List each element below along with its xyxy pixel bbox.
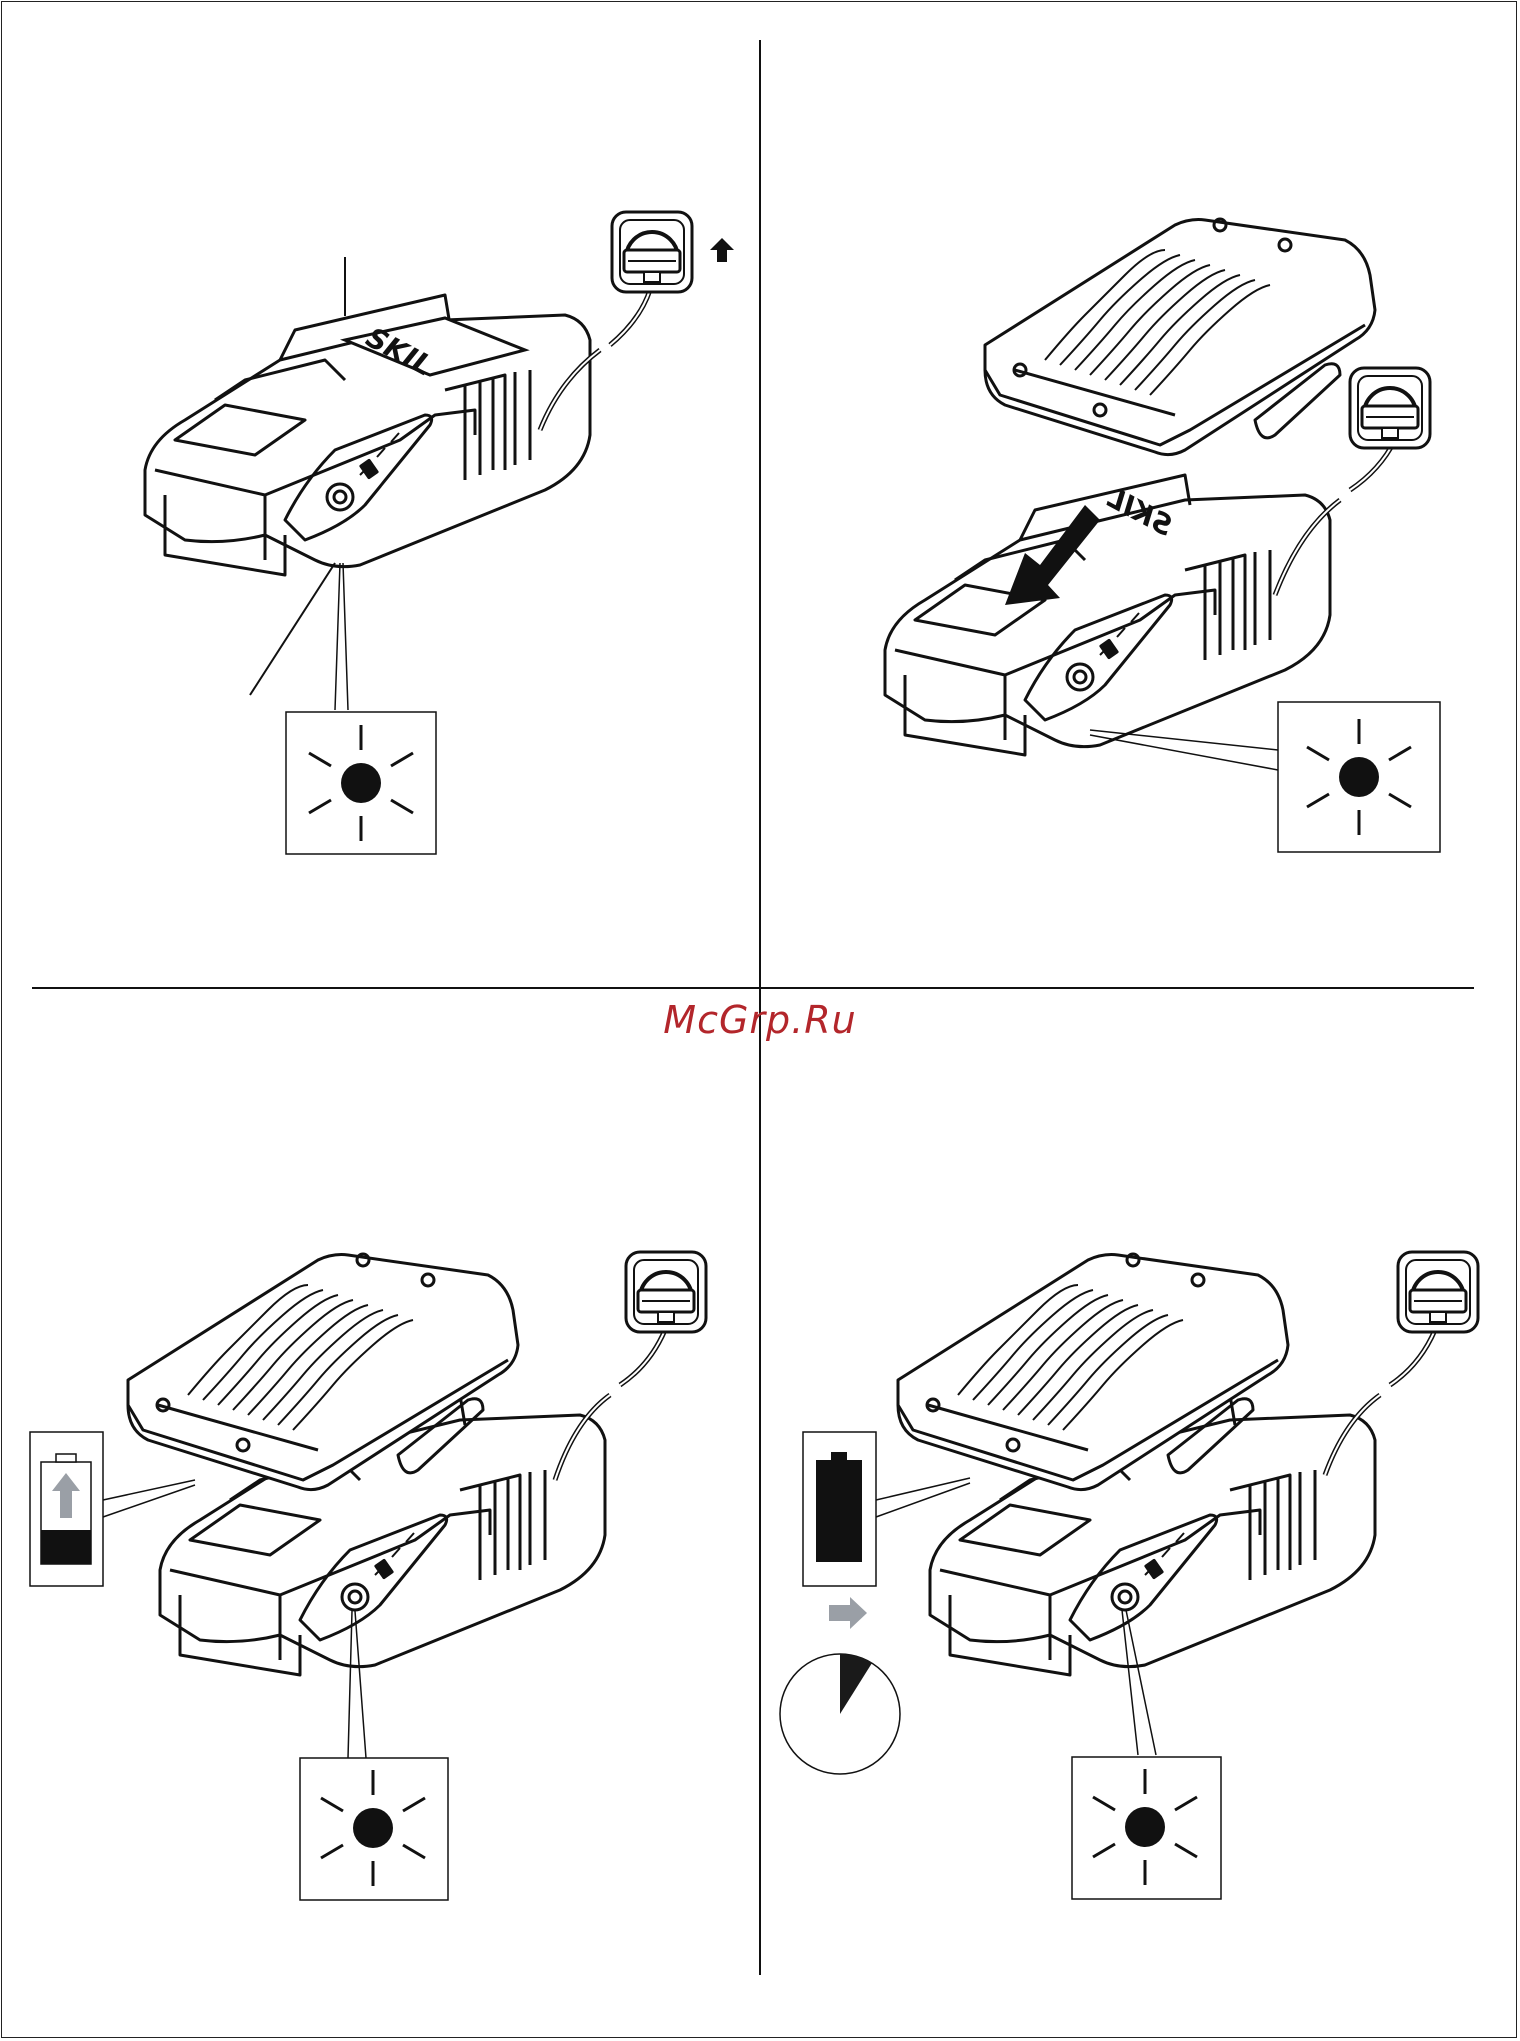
power-socket (626, 1252, 706, 1332)
next-arrow-icon (829, 1597, 867, 1629)
panel-plug-in-charger: SKIL (145, 212, 734, 854)
power-socket (1350, 368, 1430, 448)
up-arrow-icon (710, 238, 734, 262)
watermark: McGrp.Ru (0, 998, 1520, 1042)
charging-icon (41, 1454, 91, 1564)
power-socket (1398, 1252, 1478, 1332)
battery-pack (985, 219, 1375, 455)
panel-charged (780, 1252, 1478, 1899)
full-battery-icon (816, 1452, 862, 1562)
panel-charging (30, 1252, 706, 1900)
leader-line-led (250, 563, 335, 695)
clock-icon (780, 1654, 900, 1774)
charger (885, 475, 1330, 755)
power-socket (612, 212, 692, 292)
panel-insert-battery: SKIL (885, 219, 1440, 852)
